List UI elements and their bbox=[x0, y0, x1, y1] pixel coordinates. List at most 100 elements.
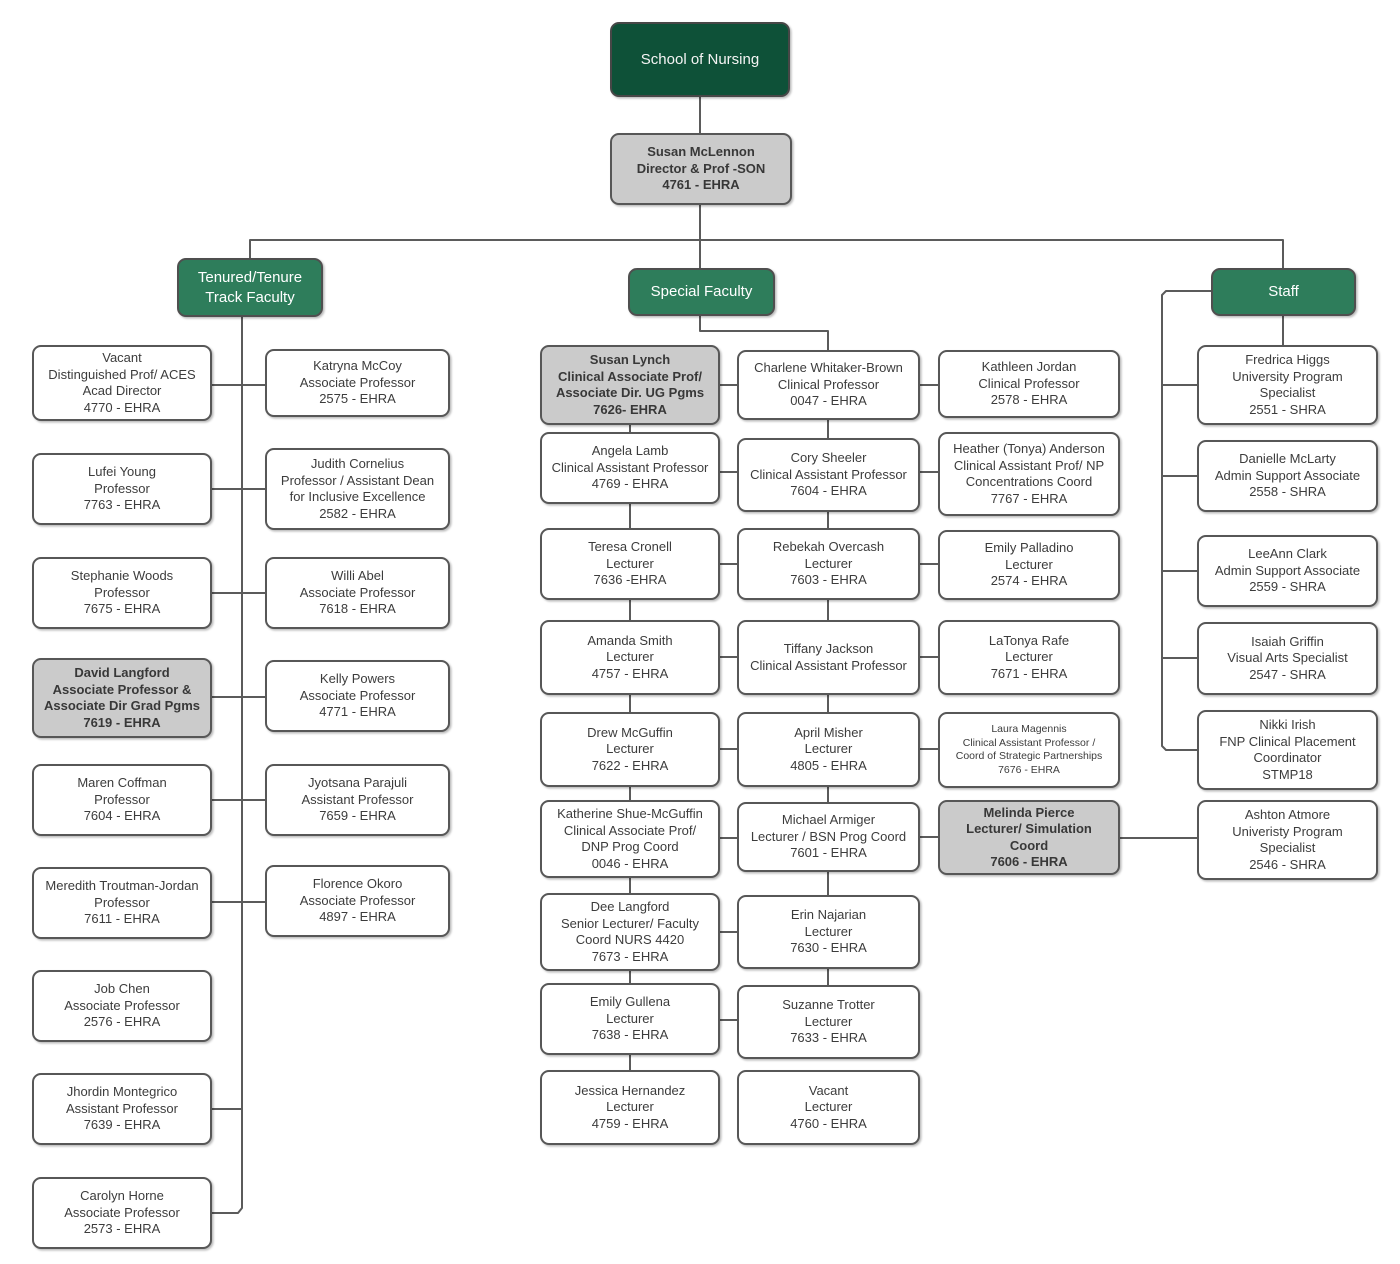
org-box-florence-okoro-line-2: 4897 - EHRA bbox=[319, 909, 396, 925]
org-box-jessica-hernandez-line-1: Lecturer bbox=[606, 1099, 654, 1115]
connector-top-splitter bbox=[249, 239, 1284, 268]
org-box-erin-najarian-line-1: Lecturer bbox=[804, 923, 853, 939]
org-box-carolyn-horne-line-0: Carolyn Horne bbox=[80, 1188, 164, 1204]
org-box-david-langford-line-0: David Langford bbox=[74, 665, 170, 680]
org-box-fredrica-higgs-line-3: 2551 - SHRA bbox=[1249, 401, 1326, 417]
org-box-judith-cornelius-line-0: Judith Cornelius bbox=[310, 456, 405, 471]
org-box-katherine-shue-mcguffin-line-3: 0046 - EHRA bbox=[591, 855, 669, 871]
org-box-kathleen-jordan-line-2: 2578 - EHRA bbox=[990, 392, 1068, 408]
org-box-hdr-staff: Staff bbox=[1211, 268, 1356, 316]
org-box-job-chen-line-2: 2576 - EHRA bbox=[83, 1014, 161, 1030]
org-box-latonya-rafe-line-1: Lecturer bbox=[1005, 649, 1053, 665]
org-box-latonya-rafe-line-2: 7671 - EHRA bbox=[990, 665, 1068, 681]
org-box-meredith-troutman-jordan-line-0: Meredith Troutman-Jordan bbox=[45, 878, 199, 894]
org-box-susan-mclennon-line-0: Susan McLennon bbox=[647, 144, 755, 160]
org-box-maren-coffman-line-0: Maren Coffman bbox=[77, 775, 167, 791]
org-box-susan-lynch-line-0: Susan Lynch bbox=[589, 352, 671, 367]
org-box-emily-palladino-line-1: Lecturer bbox=[1005, 556, 1053, 572]
org-box-dee-langford-line-2: Coord NURS 4420 bbox=[575, 932, 685, 947]
org-box-jhordin-montegrico-line-2: 7639 - EHRA bbox=[83, 1117, 161, 1133]
org-box-meredith-troutman-jordan-line-2: 7611 - EHRA bbox=[84, 911, 160, 927]
org-box-stephanie-woods-line-2: 7675 - EHRA bbox=[83, 601, 161, 617]
org-box-susan-mclennon-line-1: Director & Prof -SON bbox=[636, 160, 766, 176]
org-box-melinda-pierce-line-1: Lecturer/ Simulation bbox=[966, 821, 1092, 836]
org-box-willi-abel-line-2: 7618 - EHRA bbox=[319, 601, 396, 617]
org-box-lufei-young-line-2: 7763 - EHRA bbox=[83, 497, 161, 513]
org-box-carolyn-horne-line-2: 2573 - EHRA bbox=[83, 1221, 161, 1237]
org-box-rebekah-overcash-line-2: 7603 - EHRA bbox=[790, 572, 867, 588]
org-box-isaiah-griffin-line-0: Isaiah Griffin bbox=[1251, 633, 1324, 649]
org-box-leeann-clark-line-2: 2559 - SHRA bbox=[1249, 579, 1326, 595]
org-box-dee-langford-line-0: Dee Langford bbox=[590, 899, 670, 914]
org-box-dee-langford-line-1: Senior Lecturer/ Faculty bbox=[560, 915, 699, 931]
org-box-teresa-cronell-line-2: 7636 -EHRA bbox=[593, 572, 667, 588]
org-box-tiffany-jackson-line-0: Tiffany Jackson bbox=[783, 641, 874, 656]
org-box-angela-lamb-line-2: 4769 - EHRA bbox=[591, 476, 669, 492]
org-box-fredrica-higgs-line-1: University Program bbox=[1232, 368, 1343, 384]
org-box-melinda-pierce-line-0: Melinda Pierce bbox=[983, 804, 1075, 820]
org-box-katryna-mccoy-line-0: Katryna McCoy bbox=[313, 358, 402, 374]
org-box-susan-mclennon-line-2: 4761 - EHRA bbox=[662, 177, 740, 193]
org-box-drew-mcguffin-line-2: 7622 - EHRA bbox=[591, 757, 669, 773]
org-box-amanda-smith-line-0: Amanda Smith bbox=[587, 632, 673, 648]
org-box-ashton-atmore-line-0: Ashton Atmore bbox=[1244, 807, 1331, 822]
org-box-drew-mcguffin-line-1: Lecturer bbox=[606, 741, 654, 757]
org-box-hdr-special-line-0: Special Faculty bbox=[650, 283, 753, 300]
org-box-leeann-clark-line-0: LeeAnn Clark bbox=[1248, 546, 1327, 562]
org-box-katherine-shue-mcguffin-line-2: DNP Prog Coord bbox=[581, 839, 679, 854]
org-box-laura-magennis-line-3: 7676 - EHRA bbox=[998, 763, 1060, 776]
org-box-rebekah-overcash-line-1: Lecturer bbox=[804, 555, 853, 571]
org-box-jhordin-montegrico-line-1: Assistant Professor bbox=[66, 1100, 178, 1116]
org-box-erin-najarian-line-0: Erin Najarian bbox=[790, 907, 867, 923]
org-box-susan-lynch-line-3: 7626- EHRA bbox=[593, 401, 667, 417]
org-box-jhordin-montegrico-line-0: Jhordin Montegrico bbox=[66, 1084, 178, 1100]
org-box-judith-cornelius-line-2: for Inclusive Excellence bbox=[289, 489, 426, 504]
org-box-katherine-shue-mcguffin-line-0: Katherine Shue-McGuffin bbox=[557, 806, 703, 821]
org-box-nikki-irish-line-1: FNP Clinical Placement bbox=[1219, 733, 1356, 749]
org-box-florence-okoro-line-1: Associate Professor bbox=[299, 892, 416, 908]
org-box-melinda-pierce-line-3: 7606 - EHRA bbox=[990, 854, 1068, 869]
org-box-meredith-troutman-jordan-line-1: Professor bbox=[94, 894, 150, 910]
org-box-willi-abel-line-1: Associate Professor bbox=[299, 584, 416, 600]
org-box-jyotsana-parajuli-line-0: Jyotsana Parajuli bbox=[308, 775, 407, 791]
org-box-suzanne-trotter-line-2: 7633 - EHRA bbox=[790, 1030, 867, 1046]
org-box-latonya-rafe-line-0: LaTonya Rafe bbox=[988, 632, 1070, 648]
org-box-vacant-lecturer-line-2: 4760 - EHRA bbox=[790, 1115, 867, 1131]
org-box-suzanne-trotter-line-0: Suzanne Trotter bbox=[782, 997, 875, 1013]
org-box-ashton-atmore-line-3: 2546 - SHRA bbox=[1249, 856, 1326, 872]
org-box-heather-anderson-line-2: Concentrations Coord bbox=[965, 474, 1093, 489]
org-box-lufei-young-line-0: Lufei Young bbox=[88, 464, 156, 480]
connector-special-to-charlene bbox=[699, 316, 829, 350]
org-box-jyotsana-parajuli-line-1: Assistant Professor bbox=[301, 791, 414, 807]
org-box-katryna-mccoy-line-2: 2575 - EHRA bbox=[319, 391, 396, 407]
org-box-willi-abel-line-0: Willi Abel bbox=[331, 568, 384, 584]
org-box-judith-cornelius-line-3: 2582 - EHRA bbox=[319, 505, 396, 521]
org-box-isaiah-griffin-line-1: Visual Arts Specialist bbox=[1227, 650, 1348, 666]
org-box-kelly-powers-line-0: Kelly Powers bbox=[319, 671, 396, 687]
org-box-danielle-mclarty-line-2: 2558 - SHRA bbox=[1249, 484, 1326, 500]
org-box-dee-langford-line-3: 7673 - EHRA bbox=[591, 948, 669, 964]
org-box-drew-mcguffin-line-0: Drew McGuffin bbox=[587, 724, 673, 740]
